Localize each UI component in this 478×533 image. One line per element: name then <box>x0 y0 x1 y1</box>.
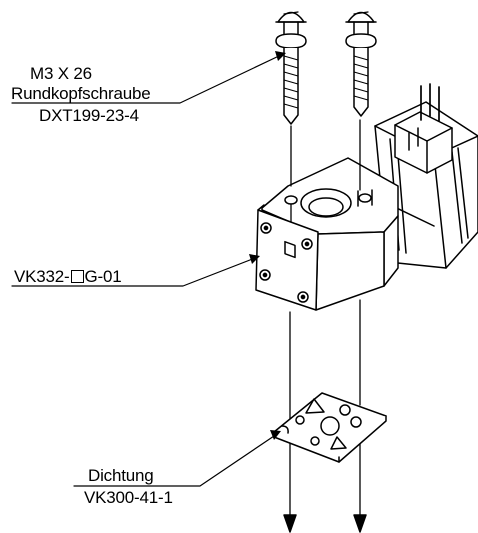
screw-left <box>275 11 307 125</box>
gasket-triangle-top <box>305 398 325 414</box>
manual-override-window <box>284 240 296 259</box>
center-port <box>300 188 352 218</box>
arrow-down-right <box>353 514 367 533</box>
gasket-name-label: Dichtung <box>88 466 154 485</box>
assembly-axis-lines <box>289 119 361 519</box>
model-code-box <box>70 270 84 283</box>
connector-box <box>394 83 453 174</box>
leader-lines <box>11 54 282 487</box>
gasket <box>273 392 387 463</box>
screw-size-label: M3 X 26 <box>30 64 92 83</box>
valve-body-front <box>255 209 319 311</box>
gasket-center-hole <box>320 416 340 436</box>
screw-right <box>345 11 377 117</box>
valve-part-number: VK332- G-01 <box>14 268 122 286</box>
valve-part-prefix: VK332- <box>14 267 70 286</box>
gasket-triangle-bottom <box>330 436 347 450</box>
valve-part-suffix: G-01 <box>84 267 122 286</box>
gasket-part-number: VK300-41-1 <box>84 488 173 507</box>
screw-part-number: DXT199-23-4 <box>39 106 139 125</box>
arrow-down-left <box>283 514 297 533</box>
screw-name-label: Rundkopfschraube <box>11 84 151 103</box>
solenoid-valve <box>255 83 478 311</box>
mounting-hole-right <box>358 193 372 203</box>
